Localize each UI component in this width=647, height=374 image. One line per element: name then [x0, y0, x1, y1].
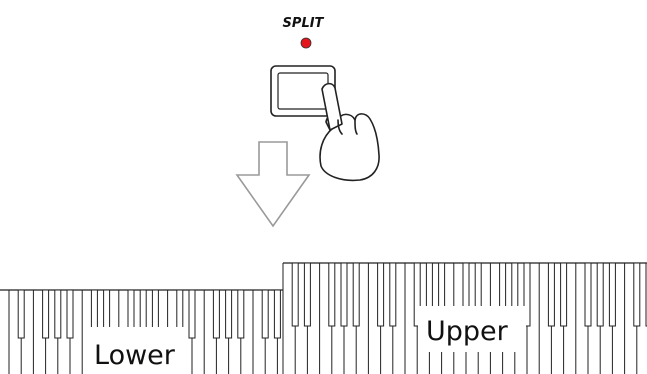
- black-key: [523, 262, 531, 327]
- upper-label-box: [418, 306, 526, 352]
- black-key: [413, 262, 421, 327]
- black-key: [328, 262, 336, 327]
- black-key: [584, 262, 592, 327]
- black-key: [608, 262, 616, 327]
- split-control: SPLIT: [270, 16, 336, 117]
- lower-zone-label: Lower: [94, 340, 176, 371]
- black-key: [212, 289, 220, 339]
- black-key: [633, 262, 641, 327]
- black-key: [237, 289, 245, 339]
- black-key: [340, 262, 348, 327]
- split-label: SPLIT: [283, 16, 325, 31]
- lower-keyboard: [0, 289, 283, 374]
- black-key: [66, 289, 74, 339]
- upper-zone-label: Upper: [426, 316, 509, 347]
- black-key: [188, 289, 196, 339]
- black-key: [273, 289, 281, 339]
- black-key: [389, 262, 397, 327]
- split-led-indicator: [300, 37, 312, 49]
- black-key: [261, 289, 269, 339]
- hand-icon: [319, 82, 380, 182]
- black-key: [547, 262, 555, 327]
- split-button-face: [277, 72, 329, 110]
- black-key: [291, 262, 299, 327]
- black-key: [54, 289, 62, 339]
- black-key: [377, 262, 385, 327]
- black-key: [560, 262, 568, 327]
- arrow-down-icon: [235, 141, 311, 228]
- black-key: [42, 289, 50, 339]
- black-key: [225, 289, 233, 339]
- black-key: [17, 289, 25, 339]
- upper-keyboard: [282, 262, 647, 374]
- lower-label-box: [84, 327, 188, 374]
- black-key: [596, 262, 604, 327]
- black-key: [303, 262, 311, 327]
- black-key: [352, 262, 360, 327]
